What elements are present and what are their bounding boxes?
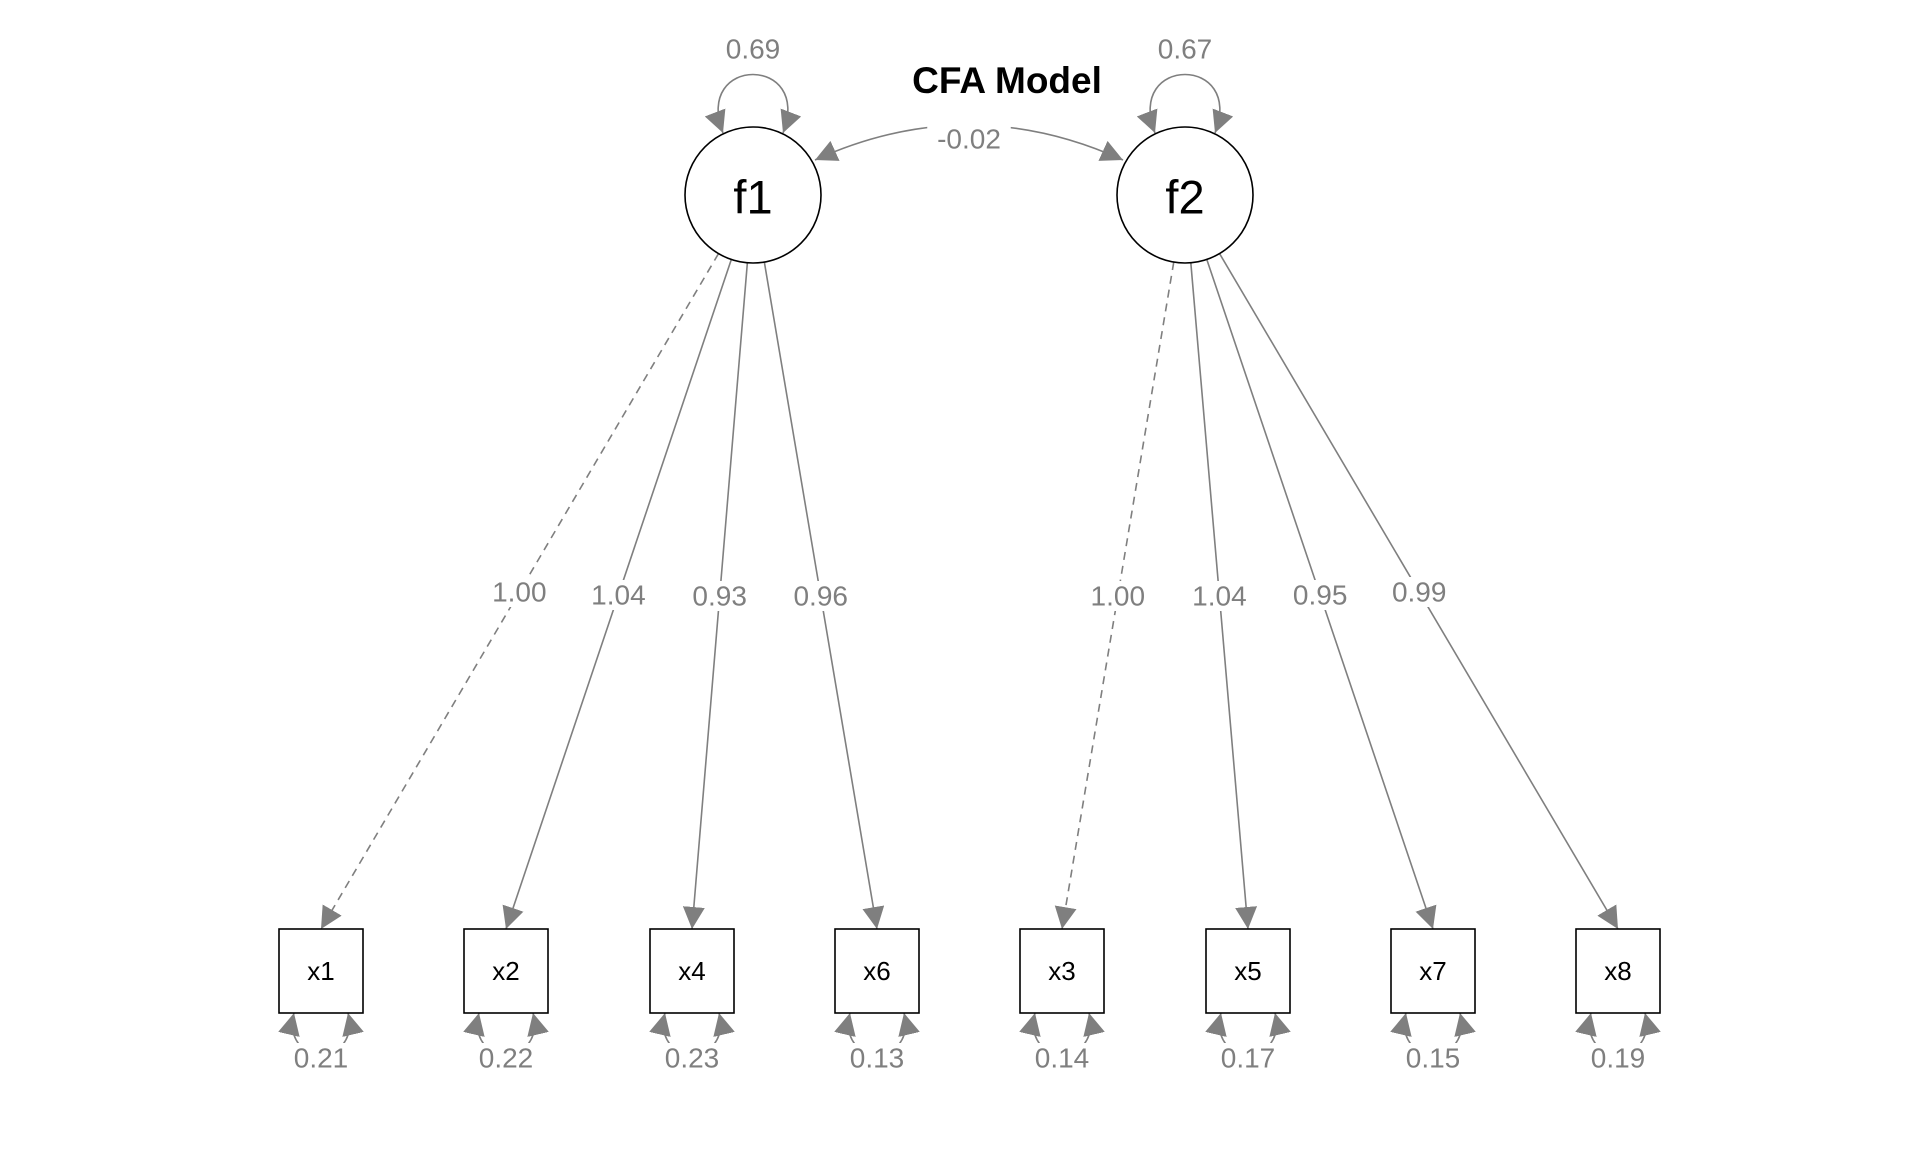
residual-label-x8-bg [1584,1043,1652,1073]
variance-label-f2-bg [1151,34,1219,64]
residual-label-x8: 0.19 [1591,1043,1646,1074]
residual-label-x3-bg [1028,1043,1096,1073]
residual-label-x4: 0.23 [665,1043,720,1074]
observed-node-x6 [834,928,920,1014]
diagram-title: CFA Model [912,60,1102,101]
latent-node-f2 [1116,126,1254,264]
loading-label-x8-bg [1385,577,1454,607]
loading-label-x7-bg [1286,580,1355,610]
variance-label-f1-bg [719,34,787,64]
residual-label-x1: 0.21 [294,1043,349,1074]
loading-label-x4-bg [685,581,754,611]
loading-path-f1-x1 [320,253,720,930]
variance-loop-f2 [1136,73,1234,134]
residual-label-x5-bg [1214,1043,1282,1073]
residual-label-x7: 0.15 [1406,1043,1461,1074]
loading-label-x1: 1.00 [492,577,547,608]
observed-label-x3: x3 [1048,956,1075,986]
loading-label-x5-bg [1185,581,1254,611]
observed-label-x8: x8 [1604,956,1631,986]
observed-label-x7: x7 [1419,956,1446,986]
observed-label-x5: x5 [1234,956,1261,986]
observed-node-x2 [463,928,549,1014]
variance-label-f1: 0.69 [726,34,781,65]
loading-label-x1-bg [485,577,554,607]
loading-label-x2: 1.04 [591,580,646,611]
variance-loop-f1 [704,73,802,134]
edges-layer [278,73,1661,1056]
observed-node-x3 [1019,928,1105,1014]
observed-node-x1 [278,928,364,1014]
latent-label-f2: f2 [1165,171,1204,224]
observed-node-x4 [649,928,735,1014]
covariance-label: -0.02 [937,124,1001,155]
residual-label-x2: 0.22 [479,1043,534,1074]
loading-label-x6-bg [786,581,855,611]
loading-label-x5: 1.04 [1192,581,1247,612]
observed-node-x8 [1575,928,1661,1014]
observed-label-x6: x6 [863,956,890,986]
observed-node-x7 [1390,928,1476,1014]
labels-layer: 1.00 1.04 0.93 0.96 1.00 1.04 0.95 0.99 0.69 0.67… [287,34,1652,1074]
loading-label-x3-bg [1083,581,1152,611]
variance-label-f2: 0.67 [1158,34,1213,65]
residual-label-x6: 0.13 [850,1043,905,1074]
observed-node-x5 [1205,928,1291,1014]
loading-label-x8: 0.99 [1392,577,1447,608]
loading-label-x2-bg [584,580,653,610]
residual-label-x1-bg [287,1043,355,1073]
latent-label-f1: f1 [733,171,772,224]
covariance-label-bg [927,124,1011,154]
residual-label-x2-bg [472,1043,540,1073]
observed-label-x2: x2 [492,956,519,986]
residual-label-x3: 0.14 [1035,1043,1090,1074]
loading-label-x4: 0.93 [692,581,747,612]
observed-label-x4: x4 [678,956,705,986]
loading-label-x7: 0.95 [1293,580,1348,611]
residual-label-x6-bg [843,1043,911,1073]
residual-label-x5: 0.17 [1221,1043,1276,1074]
residual-label-x4-bg [658,1043,726,1073]
loading-label-x6: 0.96 [793,581,848,612]
residual-label-x7-bg [1399,1043,1467,1073]
latent-node-f1 [684,126,822,264]
observed-label-x1: x1 [307,956,334,986]
nodes-layer [278,126,1661,1014]
loading-label-x3: 1.00 [1091,581,1146,612]
